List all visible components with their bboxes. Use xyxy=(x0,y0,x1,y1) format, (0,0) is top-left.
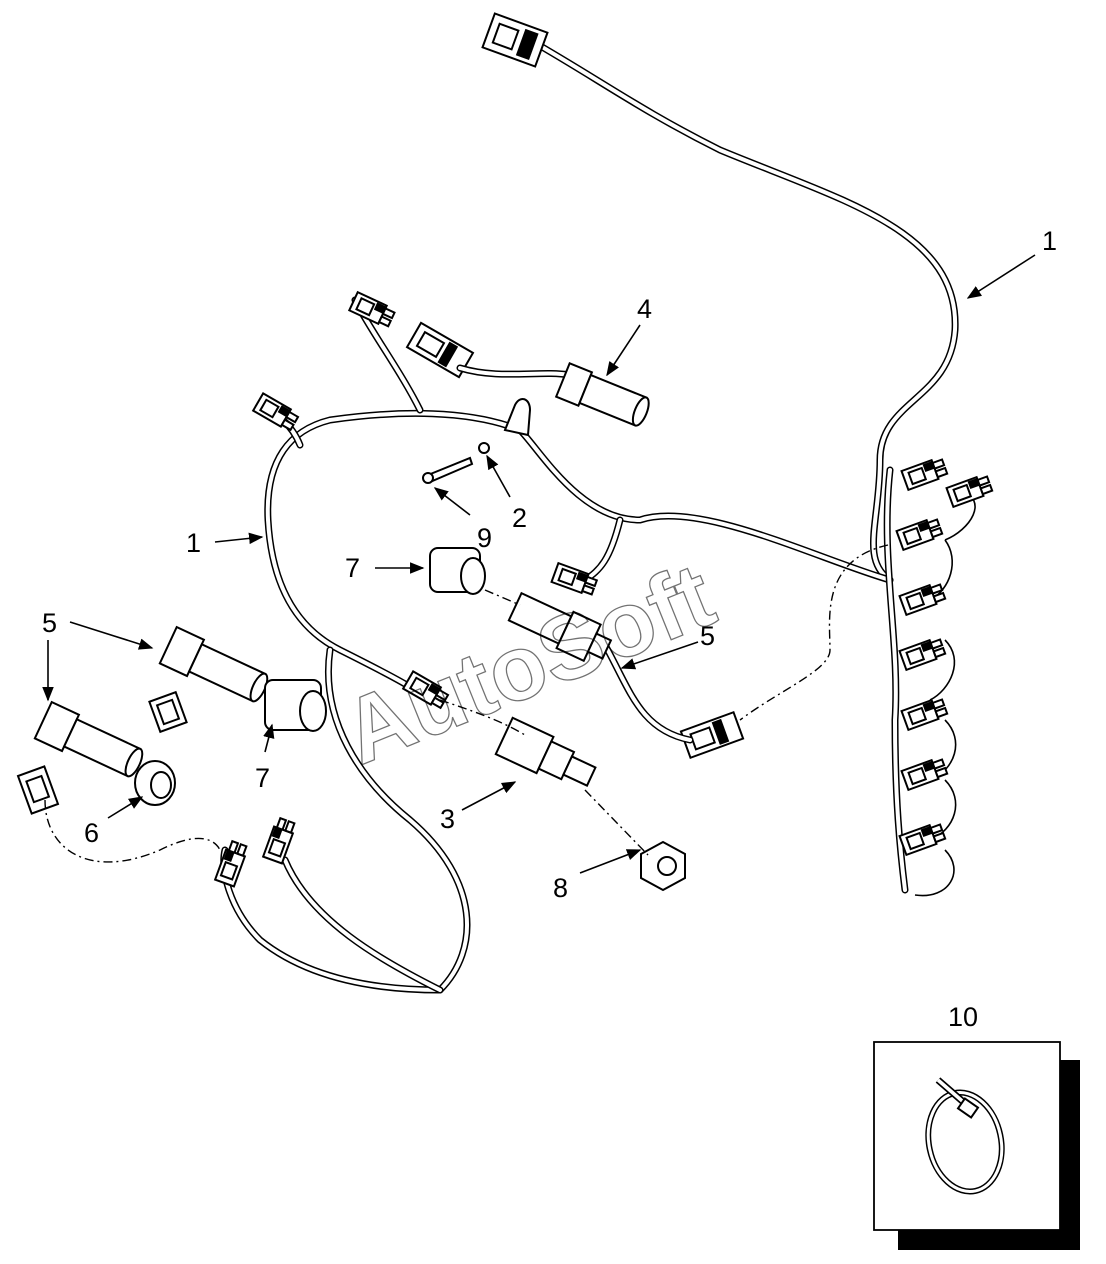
callout-3: 3 xyxy=(440,804,455,834)
main-harness xyxy=(220,36,976,994)
callout-9: 9 xyxy=(477,523,492,553)
connection-lines xyxy=(44,544,889,863)
callout-1-top: 1 xyxy=(1042,226,1057,256)
callout-leaders xyxy=(42,254,1036,874)
callout-10: 10 xyxy=(948,1002,978,1032)
callout-6: 6 xyxy=(84,818,99,848)
callouts: 1 1 2 3 4 5 5 6 7 7 8 9 10 xyxy=(42,226,1057,1032)
loose-parts xyxy=(16,362,694,892)
callout-4: 4 xyxy=(637,294,652,324)
callout-5-left: 5 xyxy=(42,608,57,638)
callout-8: 8 xyxy=(553,873,568,903)
callout-2: 2 xyxy=(512,503,527,533)
callout-7-lower: 7 xyxy=(255,763,270,793)
callout-5-center: 5 xyxy=(700,621,715,651)
harness-connectors xyxy=(214,12,994,888)
callout-7-upper: 7 xyxy=(345,553,360,583)
callout-1-left: 1 xyxy=(186,528,201,558)
cable-tie-inset xyxy=(873,1041,1080,1250)
